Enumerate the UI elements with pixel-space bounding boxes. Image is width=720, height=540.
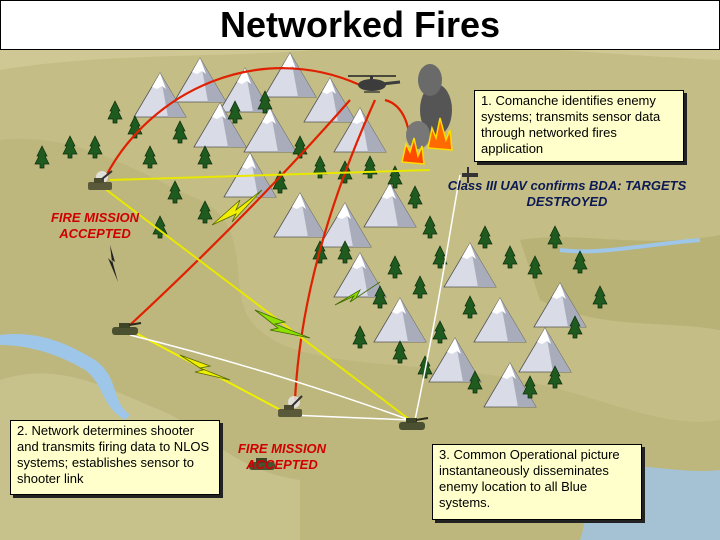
link-bottom-to-uav bbox=[414, 174, 461, 421]
callout-fire-mission-left: FIRE MISSION ACCEPTED bbox=[50, 210, 140, 241]
sensor-links bbox=[104, 67, 412, 401]
lightning-icon bbox=[334, 281, 381, 306]
link-comanche-to-center-howitzer bbox=[293, 99, 377, 401]
fire-icon bbox=[427, 117, 453, 151]
smoke-icon bbox=[420, 84, 452, 136]
lightning-bolts bbox=[108, 189, 381, 381]
note-step-3: 3. Common Operational picture instantane… bbox=[432, 444, 642, 520]
link-howitzer-to-bottom-tank bbox=[99, 184, 411, 421]
smoke-icon bbox=[406, 121, 430, 149]
link-comanche-to-tank bbox=[129, 99, 351, 326]
link-center-to-bottom bbox=[289, 414, 411, 421]
fire-icon bbox=[401, 137, 425, 165]
link-comanche-to-howitzer-left bbox=[104, 67, 361, 179]
uav-icon bbox=[462, 167, 478, 183]
lightning-icon bbox=[211, 189, 263, 226]
note-step-1: 1. Comanche identifies enemy systems; tr… bbox=[474, 90, 684, 162]
lightning-icon bbox=[179, 354, 231, 381]
link-left-to-fire bbox=[109, 169, 431, 181]
howitzer-icon bbox=[278, 395, 303, 417]
tank-icon bbox=[399, 417, 429, 430]
title-bar: Networked Fires bbox=[0, 0, 720, 50]
target-area bbox=[401, 64, 453, 165]
smoke-icon bbox=[418, 64, 442, 96]
howitzer-icon bbox=[88, 170, 113, 190]
callout-fire-mission-center: FIRE MISSION ACCEPTED bbox=[237, 441, 327, 472]
callout-bda: Class III UAV confirms BDA: TARGETS DEST… bbox=[447, 178, 687, 209]
note-step-2: 2. Network determines shooter and transm… bbox=[10, 420, 220, 495]
tank-icon bbox=[249, 458, 275, 470]
page-title: Networked Fires bbox=[219, 4, 501, 45]
tank-icon bbox=[112, 322, 142, 335]
lightning-icon bbox=[254, 309, 311, 339]
data-links bbox=[99, 169, 461, 421]
helicopter-icon bbox=[348, 75, 401, 93]
link-tank-to-bottom-tank bbox=[129, 334, 411, 421]
